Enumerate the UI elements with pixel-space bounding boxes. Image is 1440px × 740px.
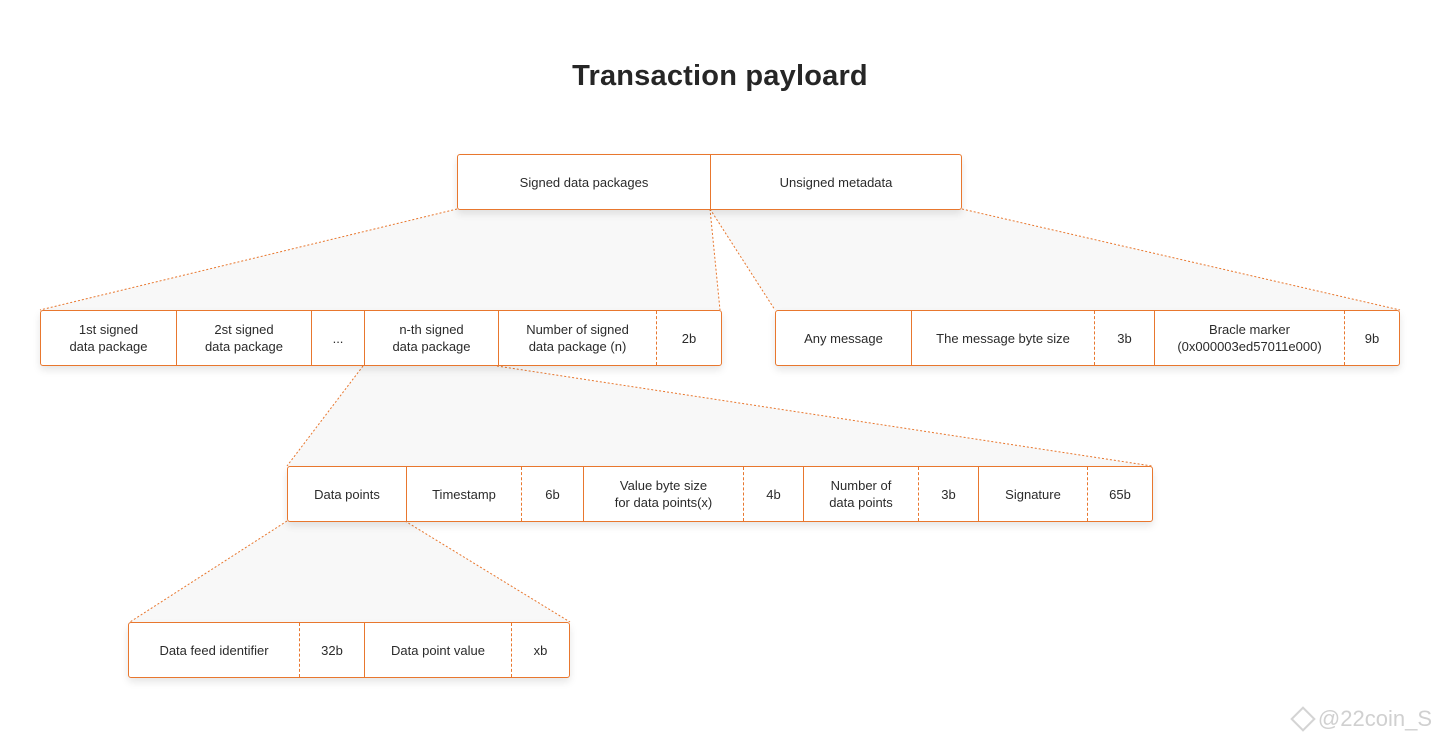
package-count-cell: Number of signed data package (n) — [498, 311, 656, 365]
binance-logo-icon — [1290, 706, 1316, 732]
diagram-title: Transaction payloard — [572, 60, 868, 92]
nth-package-cell: n-th signed data package — [364, 311, 498, 365]
value-byte-size-label: Value byte size for data points(x) — [614, 478, 713, 510]
value-byte-size-cell: Value byte size for data points(x) — [583, 467, 743, 521]
data-point-value-size-cell: xb — [511, 623, 569, 677]
signed-data-packages-cell: Signed data packages — [519, 174, 649, 190]
message-byte-size-cell: The message byte size — [911, 311, 1094, 365]
first-package-label: 1st signed data package — [69, 322, 148, 354]
number-of-data-points-size-cell: 3b — [918, 467, 978, 521]
watermark-text: @22coin_S — [1317, 706, 1432, 731]
timestamp-cell: Timestamp — [406, 467, 521, 521]
signature-size-cell: 65b — [1087, 467, 1152, 521]
data-feed-identifier-size-cell: 32b — [299, 623, 364, 677]
data-package-detail-box: Data points Timestamp 6b Value byte size… — [287, 466, 1153, 522]
bracle-marker-label: Bracle marker (0x000003ed57011e000) — [1177, 322, 1322, 354]
bracle-marker-cell: Bracle marker (0x000003ed57011e000) — [1154, 311, 1344, 365]
number-of-data-points-label: Number of data points — [829, 478, 893, 510]
data-feed-identifier-cell: Data feed identifier — [159, 642, 269, 658]
data-points-cell: Data points — [314, 486, 380, 502]
value-byte-size-value-cell: 4b — [743, 467, 803, 521]
data-point-box: Data feed identifier 32b Data point valu… — [128, 622, 570, 678]
watermark: @22coin_S — [1290, 706, 1432, 732]
number-of-data-points-cell: Number of data points — [803, 467, 918, 521]
nth-package-label: n-th signed data package — [392, 322, 471, 354]
timestamp-size-cell: 6b — [521, 467, 583, 521]
bracle-marker-size-cell: 9b — [1344, 311, 1399, 365]
unsigned-metadata-box: Any message The message byte size 3b Bra… — [775, 310, 1400, 366]
signature-cell: Signature — [978, 467, 1087, 521]
any-message-cell: Any message — [804, 330, 883, 346]
second-package-label: 2st signed data package — [204, 322, 284, 354]
second-package-cell: 2st signed data package — [176, 311, 311, 365]
unsigned-metadata-cell: Unsigned metadata — [710, 155, 961, 209]
data-point-value-cell: Data point value — [364, 623, 511, 677]
first-package-cell: 1st signed data package — [41, 311, 176, 365]
transaction-payload-box: Signed data packages Unsigned metadata — [457, 154, 962, 210]
package-count-size-cell: 2b — [656, 311, 721, 365]
ellipsis-cell: ... — [311, 311, 364, 365]
signed-data-packages-box: 1st signed data package 2st signed data … — [40, 310, 722, 366]
message-byte-size-value-cell: 3b — [1094, 311, 1154, 365]
package-count-label: Number of signed data package (n) — [526, 322, 629, 354]
